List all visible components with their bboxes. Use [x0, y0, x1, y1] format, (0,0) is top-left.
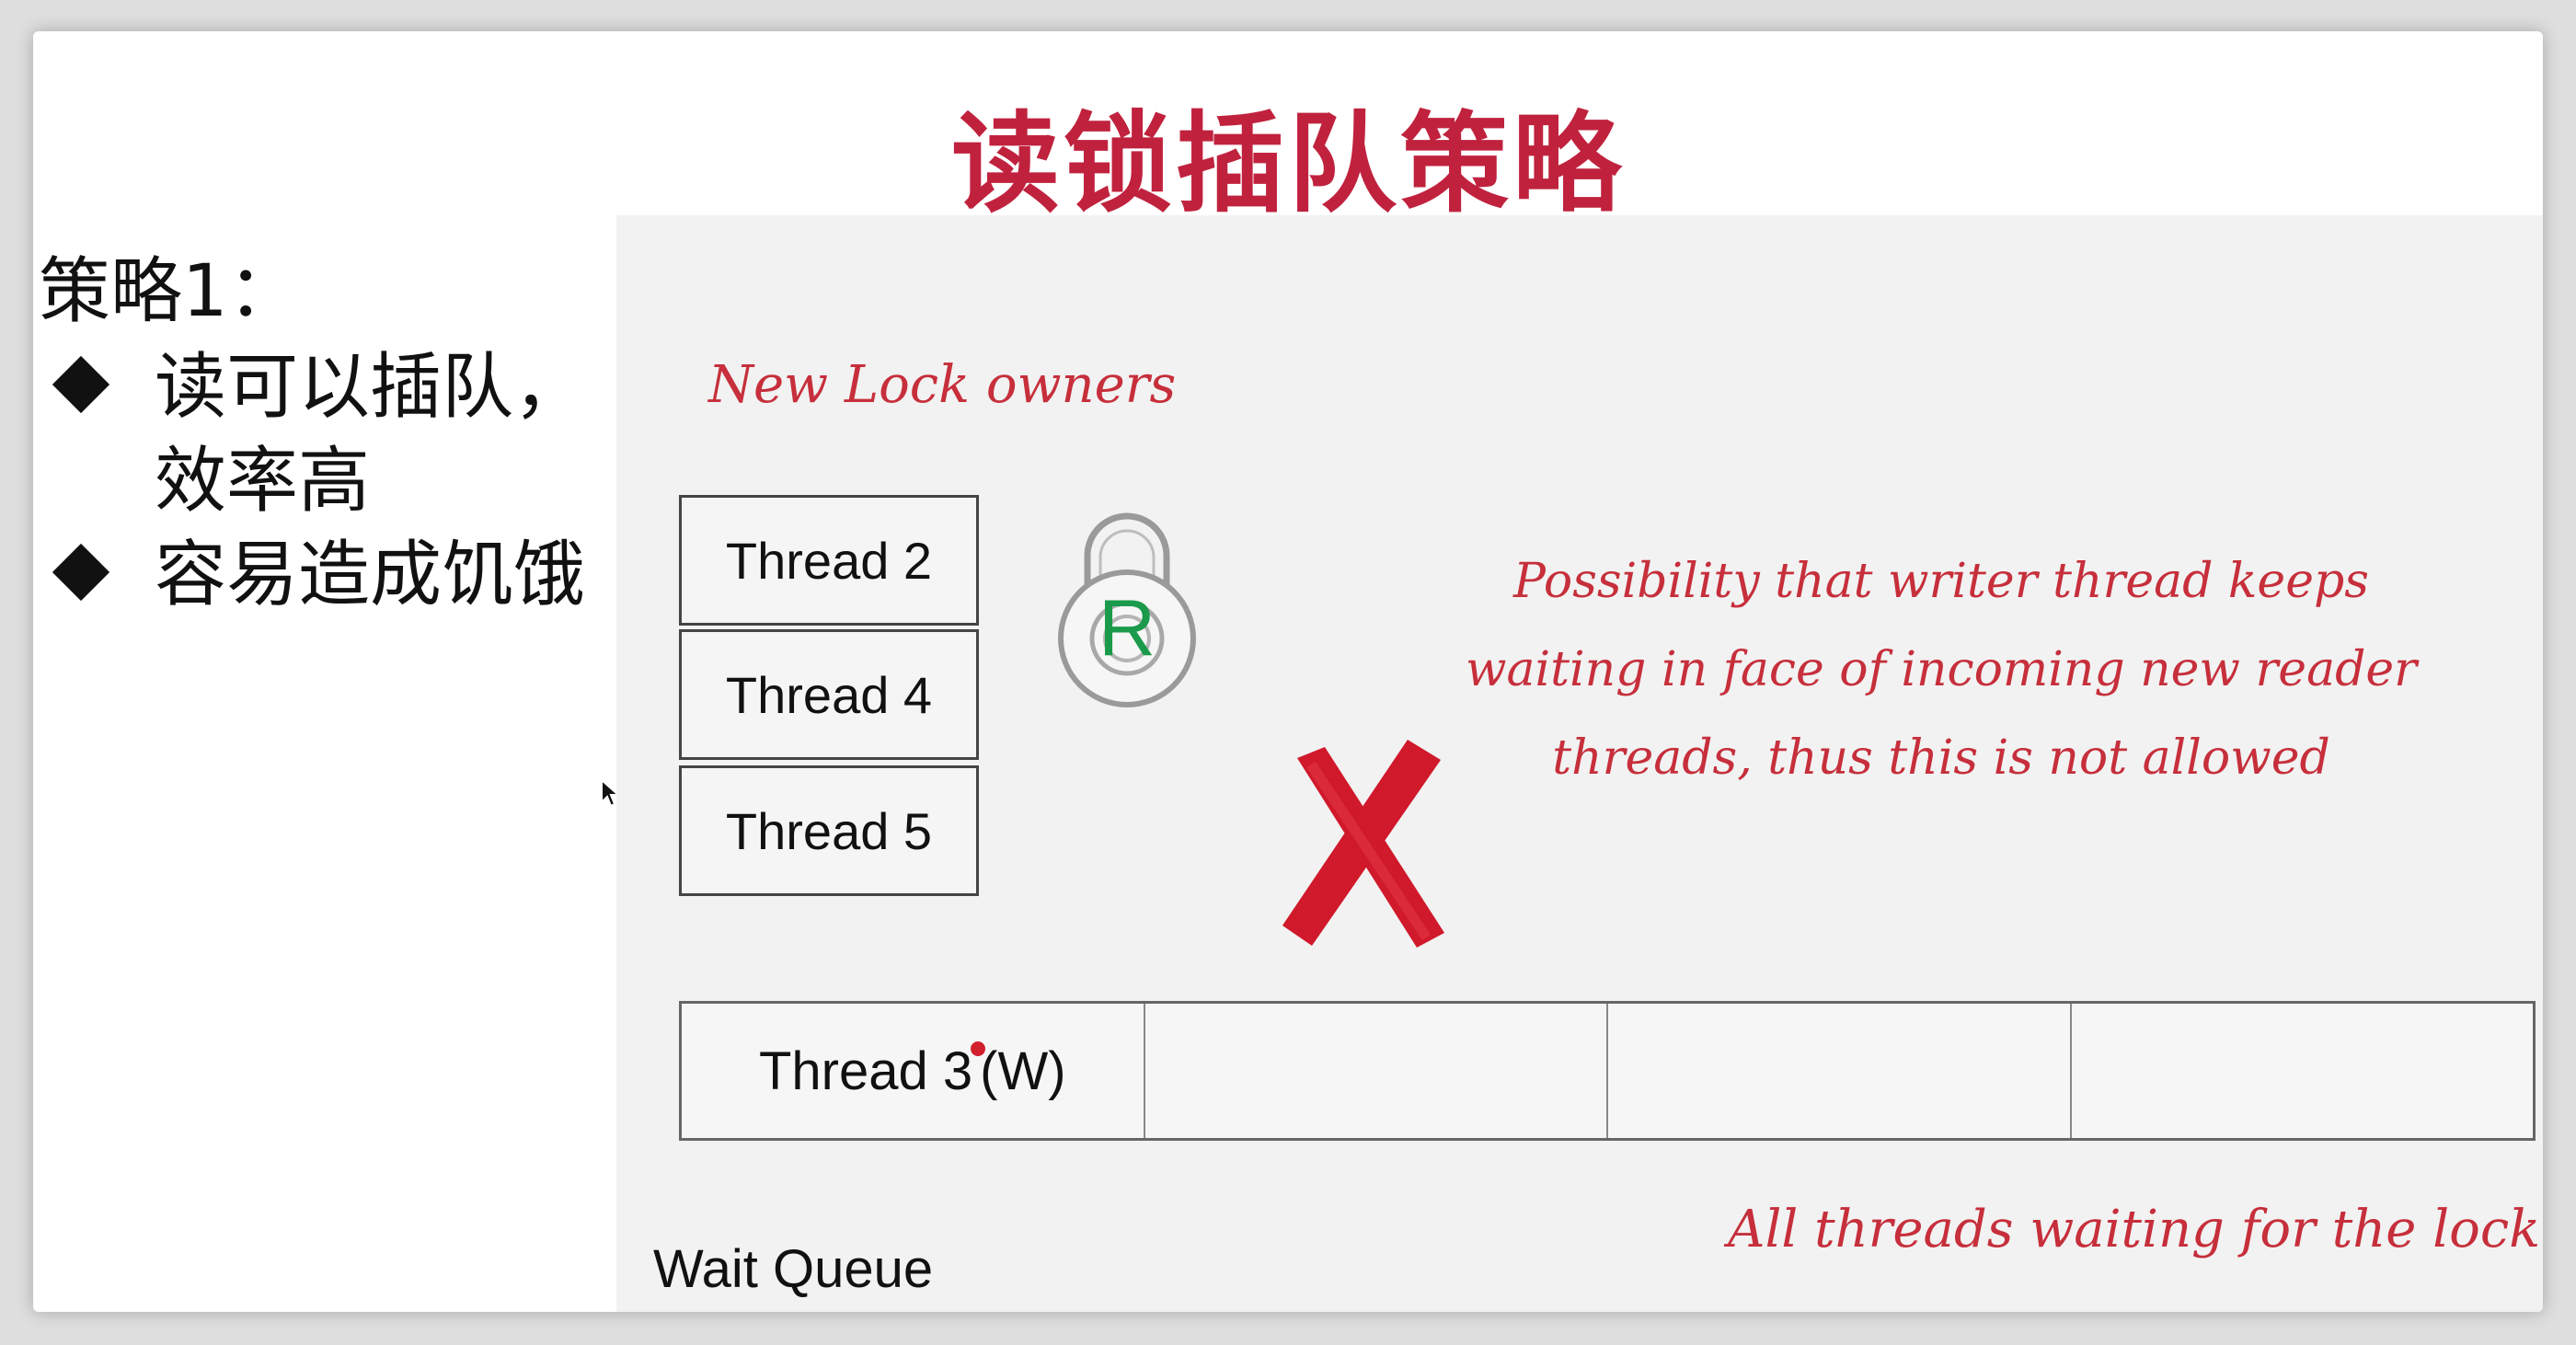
- read-lock-icon: R: [1058, 512, 1196, 707]
- writer-marker: (W): [980, 1040, 1066, 1101]
- slide-title: 读锁插队策略: [950, 100, 1625, 227]
- bullet-line: 容易造成饥饿: [155, 534, 586, 616]
- wait-queue-label: Wait Queue: [653, 1239, 934, 1299]
- bullet-text: 读可以插队， 效率高: [155, 340, 670, 528]
- queue-slot: [1608, 1004, 2072, 1138]
- strategy-heading: 策略1：: [39, 250, 300, 333]
- wait-queue: Thread 3 (W): [679, 1001, 2536, 1141]
- owner-thread-box: Thread 4: [679, 629, 979, 760]
- red-cross-icon: [1282, 740, 1444, 948]
- lock-diagram-panel: New Lock owners Thread 2 Thread 4 Thread…: [616, 215, 2543, 1312]
- new-lock-owners-label: New Lock owners: [708, 355, 1177, 415]
- queue-slot: [2072, 1004, 2534, 1138]
- red-pin-icon: [971, 1041, 986, 1056]
- bullet-line: 效率高: [155, 440, 371, 523]
- lock-letter: R: [1098, 584, 1156, 672]
- owner-thread-box: Thread 2: [679, 495, 979, 626]
- writer-starvation-note: Possibility that writer thread keeps wai…: [1465, 554, 2418, 786]
- queue-slot: [1145, 1004, 1608, 1138]
- queue-slot: Thread 3 (W): [682, 1004, 1145, 1138]
- slide: 读锁插队策略 策略1： 读可以插队， 效率高 容易造成饥饿 New Lock o…: [33, 31, 2543, 1312]
- bullet-text: 容易造成饥饿: [155, 528, 670, 622]
- owner-thread-box: Thread 5: [679, 765, 979, 896]
- diamond-bullet-icon: [52, 355, 110, 414]
- diamond-bullet-icon: [52, 543, 110, 602]
- bullet-line: 读可以插队，: [155, 346, 586, 429]
- all-threads-waiting-label: All threads waiting for the lock: [1728, 1200, 2541, 1259]
- queue-thread-label: Thread 3: [758, 1040, 973, 1101]
